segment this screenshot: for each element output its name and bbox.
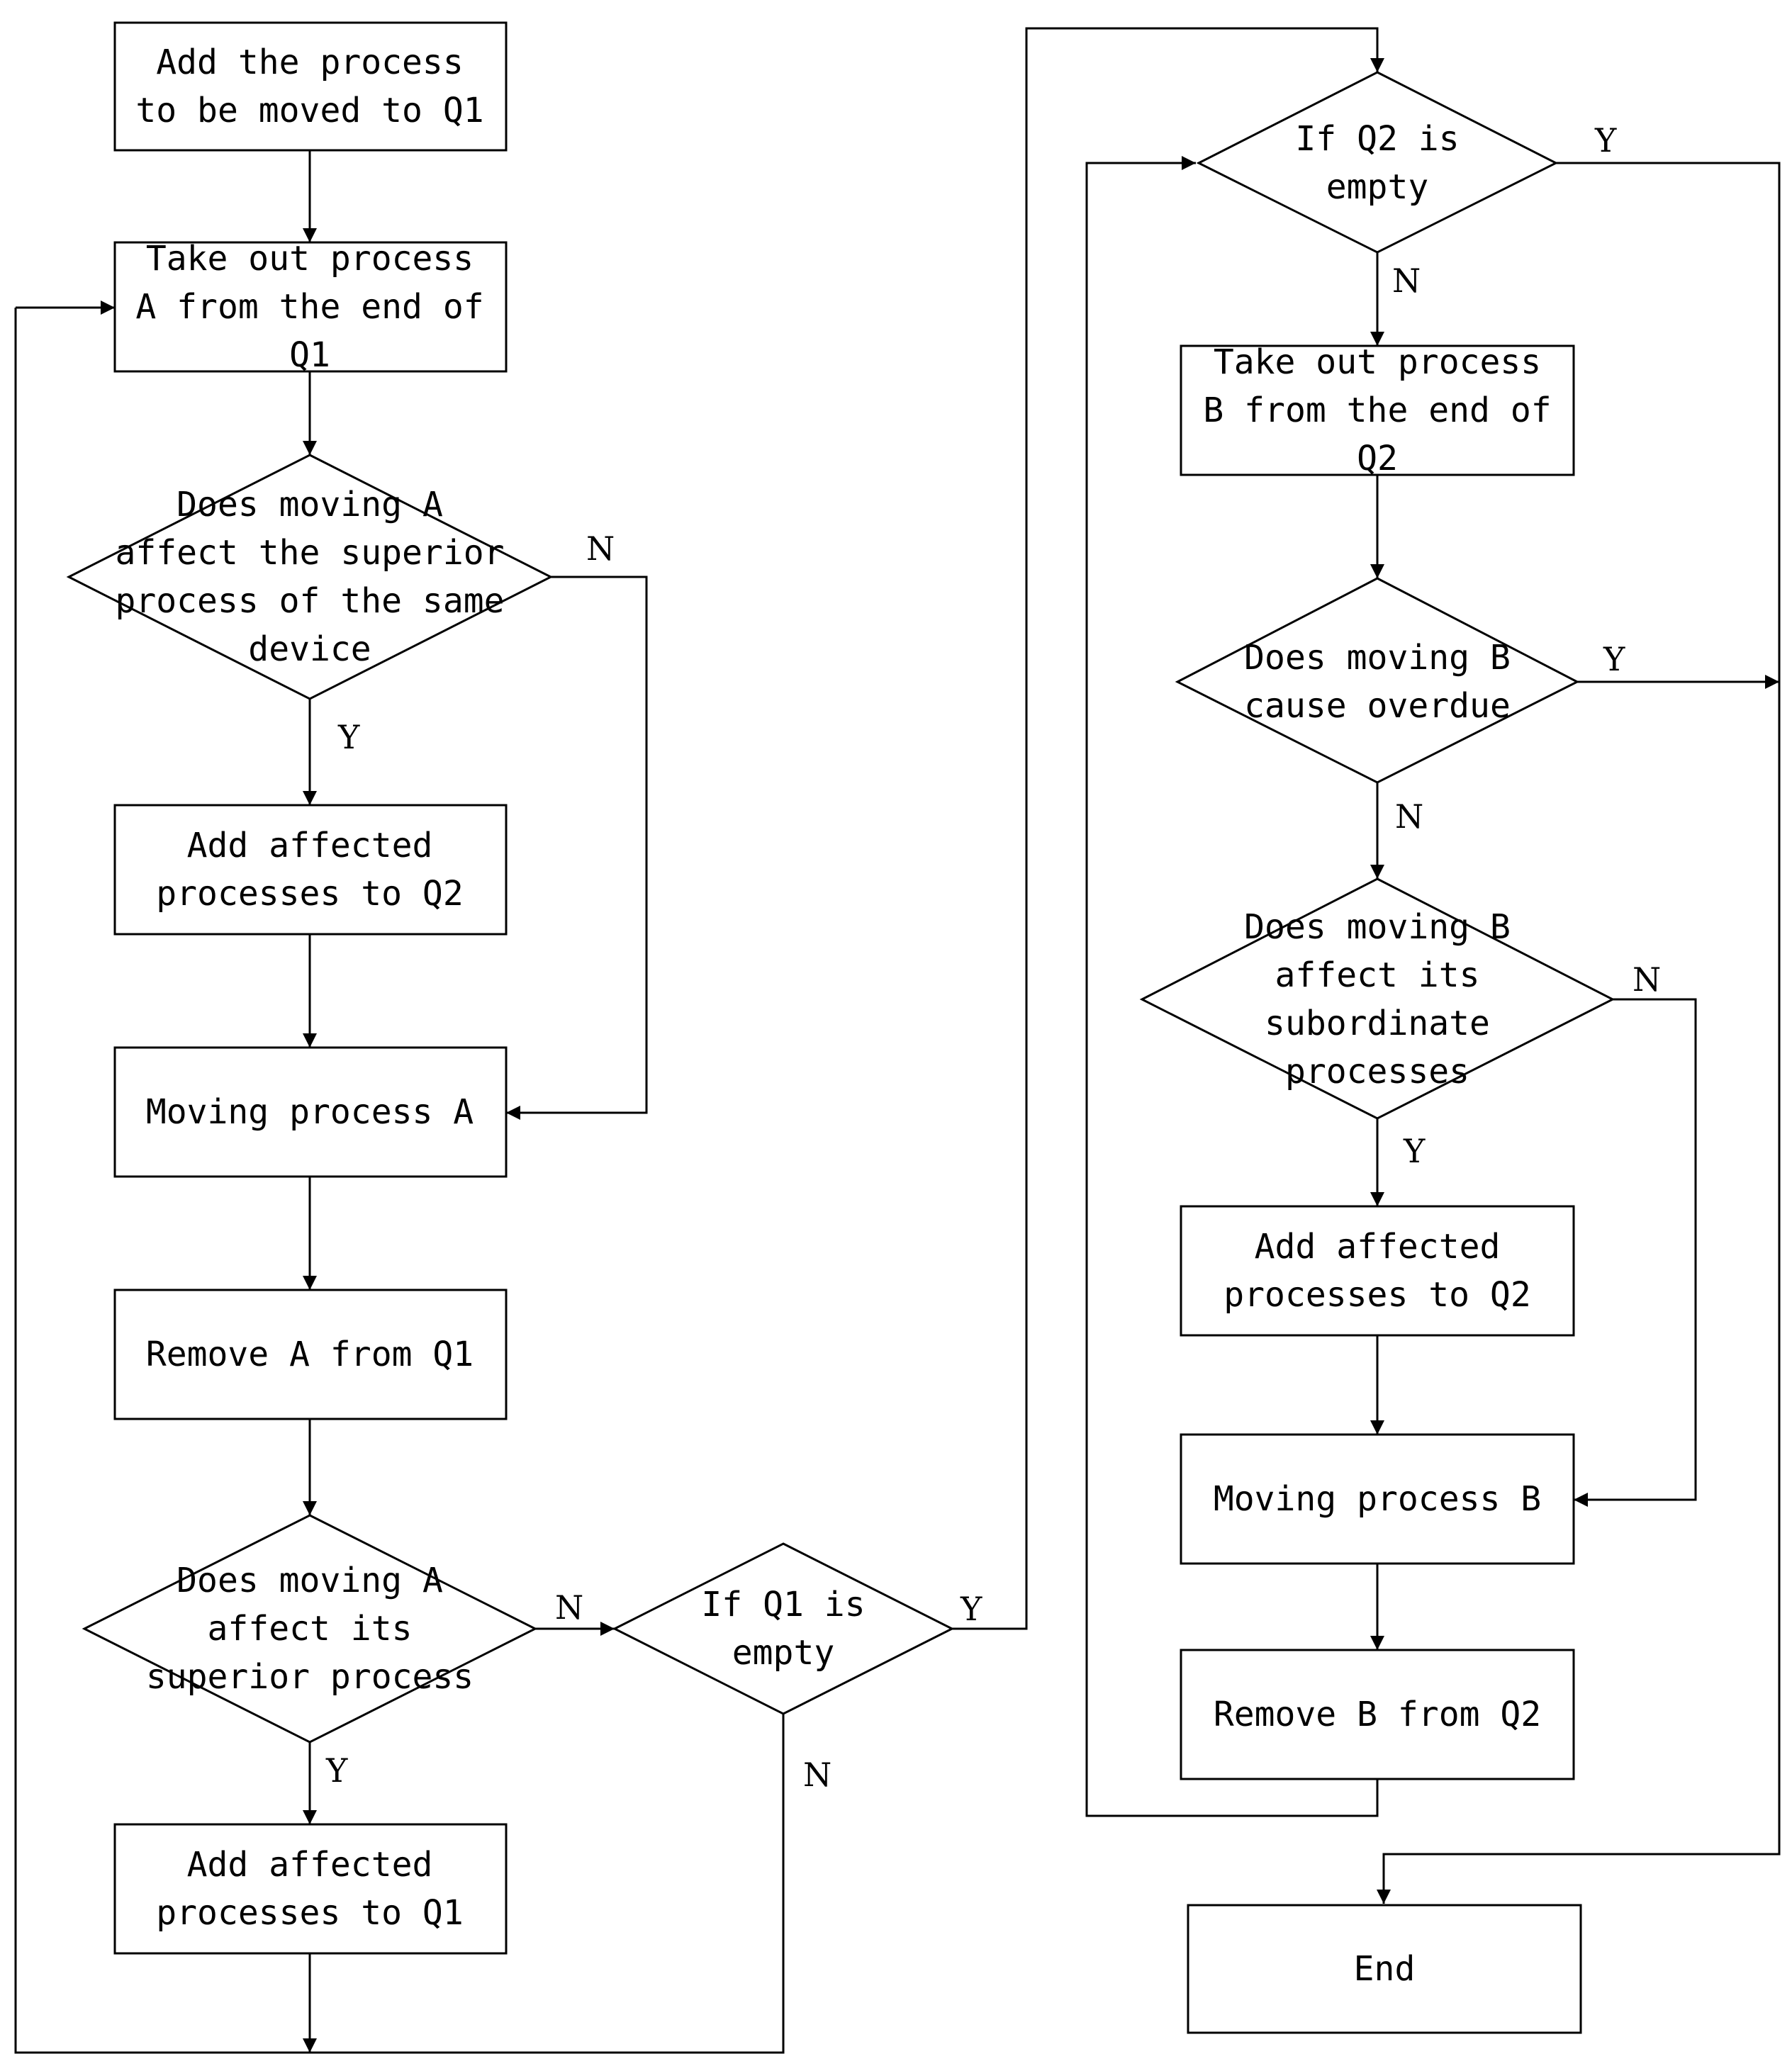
label-subordinate-no: N — [1633, 960, 1661, 999]
process-remove-a-text: Remove A from Q1 — [146, 1335, 474, 1374]
process-moving-b-text: Moving process B — [1214, 1479, 1541, 1519]
process-moving-a-text: Moving process A — [146, 1092, 474, 1132]
process-take-b — [1180, 344, 1575, 476]
node-text-line: superior process — [146, 1657, 474, 1697]
decision-subordinate — [1139, 877, 1615, 1120]
node-text-line: processes to Q1 — [156, 1893, 463, 1933]
process-remove-b-text: Remove B from Q2 — [1214, 1695, 1541, 1734]
node-text-line: Add affected — [1255, 1227, 1501, 1267]
node-text-line: Moving process B — [1214, 1479, 1541, 1519]
edge-q1-empty-no-bus — [14, 308, 785, 2054]
node-text-line: cause overdue — [1244, 686, 1511, 726]
process-add-affected-q1-text: Add affected processes to Q1 — [156, 1845, 463, 1933]
node-text-line: If Q1 is — [701, 1585, 865, 1624]
label-overdue-yes: Y — [1603, 640, 1625, 678]
node-text-line: affect its — [208, 1609, 413, 1649]
decision-superior-text: Does moving A affect its superior process — [146, 1561, 474, 1697]
process-moving-a — [113, 1046, 508, 1178]
decision-overdue-text: Does moving B cause overdue — [1244, 638, 1511, 726]
label-q1-empty-no: N — [803, 1756, 831, 1794]
decision-q2-empty-text: If Q2 is empty — [1295, 119, 1459, 207]
process-add-to-q1 — [113, 21, 508, 152]
node-text-line: Does moving A — [177, 485, 443, 524]
node-text-line: Q2 — [1357, 439, 1398, 478]
node-text-line: Does moving B — [1244, 907, 1511, 947]
node-text-line: processes to Q2 — [1223, 1275, 1530, 1315]
edge-q1-empty-yes-to-q2-empty — [952, 27, 1384, 1630]
node-text-line: Remove B from Q2 — [1214, 1695, 1541, 1734]
node-text-line: Remove A from Q1 — [146, 1335, 474, 1374]
process-take-a — [113, 241, 508, 373]
node-text-line: Add the process — [156, 43, 463, 82]
node-text-line: processes to Q2 — [156, 874, 463, 914]
label-same-device-no: N — [586, 529, 615, 568]
node-text-line: Q1 — [289, 335, 330, 375]
node-text-line: End — [1354, 1949, 1416, 1989]
label-q2-empty-no: N — [1392, 262, 1421, 300]
node-text-line: processes — [1285, 1052, 1469, 1091]
node-text-line: Does moving A — [177, 1561, 443, 1600]
node-text-line: Take out process — [1214, 342, 1541, 382]
node-text-line: to be moved to Q1 — [135, 91, 483, 130]
terminal-end — [1187, 1904, 1582, 2034]
decision-same-device — [66, 454, 554, 700]
node-text-line: affect the superior — [115, 533, 504, 573]
process-add-affected-q2-right-text: Add affected processes to Q2 — [1223, 1227, 1530, 1315]
process-add-affected-q2-left — [113, 804, 508, 936]
decision-overdue — [1175, 577, 1580, 784]
node-text-line: subordinate — [1265, 1004, 1490, 1043]
node-text-line: affect its — [1275, 955, 1480, 995]
edge-same-device-no-to-moving-a — [506, 576, 648, 1120]
nodes: Add the process to be moved to Q1 Take ou… — [66, 21, 1615, 2034]
decision-subordinate-text: Does moving B affect its subordinate proces… — [1244, 907, 1511, 1091]
process-add-affected-q1 — [113, 1823, 508, 1955]
decision-q1-empty — [612, 1542, 955, 1715]
terminal-end-text: End — [1354, 1949, 1416, 1989]
process-add-affected-q2-left-text: Add affected processes to Q2 — [156, 826, 463, 914]
edges — [14, 27, 1781, 2054]
edge-subordinate-no-to-moving-b — [1574, 998, 1697, 1507]
process-add-affected-q2-right — [1180, 1205, 1575, 1337]
label-superior-yes: Y — [325, 1751, 348, 1790]
decision-q2-empty — [1196, 71, 1559, 254]
node-text-line: device — [248, 629, 371, 669]
edge-remove-b-loop-to-q2-empty — [1085, 156, 1379, 1817]
label-q1-empty-yes: Y — [960, 1590, 982, 1628]
node-text-line: A from the end of — [135, 287, 483, 327]
node-text-line: Take out process — [146, 239, 474, 279]
node-text-line: empty — [732, 1633, 835, 1673]
label-subordinate-yes: Y — [1403, 1132, 1426, 1170]
node-text-line: Moving process A — [146, 1092, 474, 1132]
label-superior-no: N — [555, 1588, 583, 1627]
process-moving-b — [1180, 1433, 1575, 1565]
decision-same-device-text: Does moving A affect the superior process … — [115, 485, 504, 669]
label-overdue-no: N — [1395, 797, 1423, 836]
decision-q1-empty-text: If Q1 is empty — [701, 1585, 865, 1673]
process-remove-b — [1180, 1649, 1575, 1780]
node-text-line: process of the same — [115, 581, 504, 621]
process-take-a-text: Take out process A from the end of Q1 — [135, 239, 483, 375]
decision-superior — [82, 1514, 538, 1744]
node-text-line: Add affected — [187, 826, 433, 865]
edge-labels: N Y N Y Y N Y N Y N N Y — [325, 121, 1661, 1794]
node-text-line: empty — [1326, 167, 1429, 207]
node-text-line: Add affected — [187, 1845, 433, 1885]
process-take-b-text: Take out process B from the end of Q2 — [1203, 342, 1551, 478]
label-same-device-yes: Y — [337, 718, 360, 756]
node-text-line: If Q2 is — [1295, 119, 1459, 159]
process-add-to-q1-text: Add the process to be moved to Q1 — [135, 43, 483, 130]
node-text-line: B from the end of — [1203, 391, 1551, 430]
label-q2-empty-yes: Y — [1594, 121, 1617, 159]
edge-q2-empty-yes-to-end — [1377, 162, 1781, 1904]
node-text-line: Does moving B — [1244, 638, 1511, 678]
process-remove-a — [113, 1289, 508, 1420]
